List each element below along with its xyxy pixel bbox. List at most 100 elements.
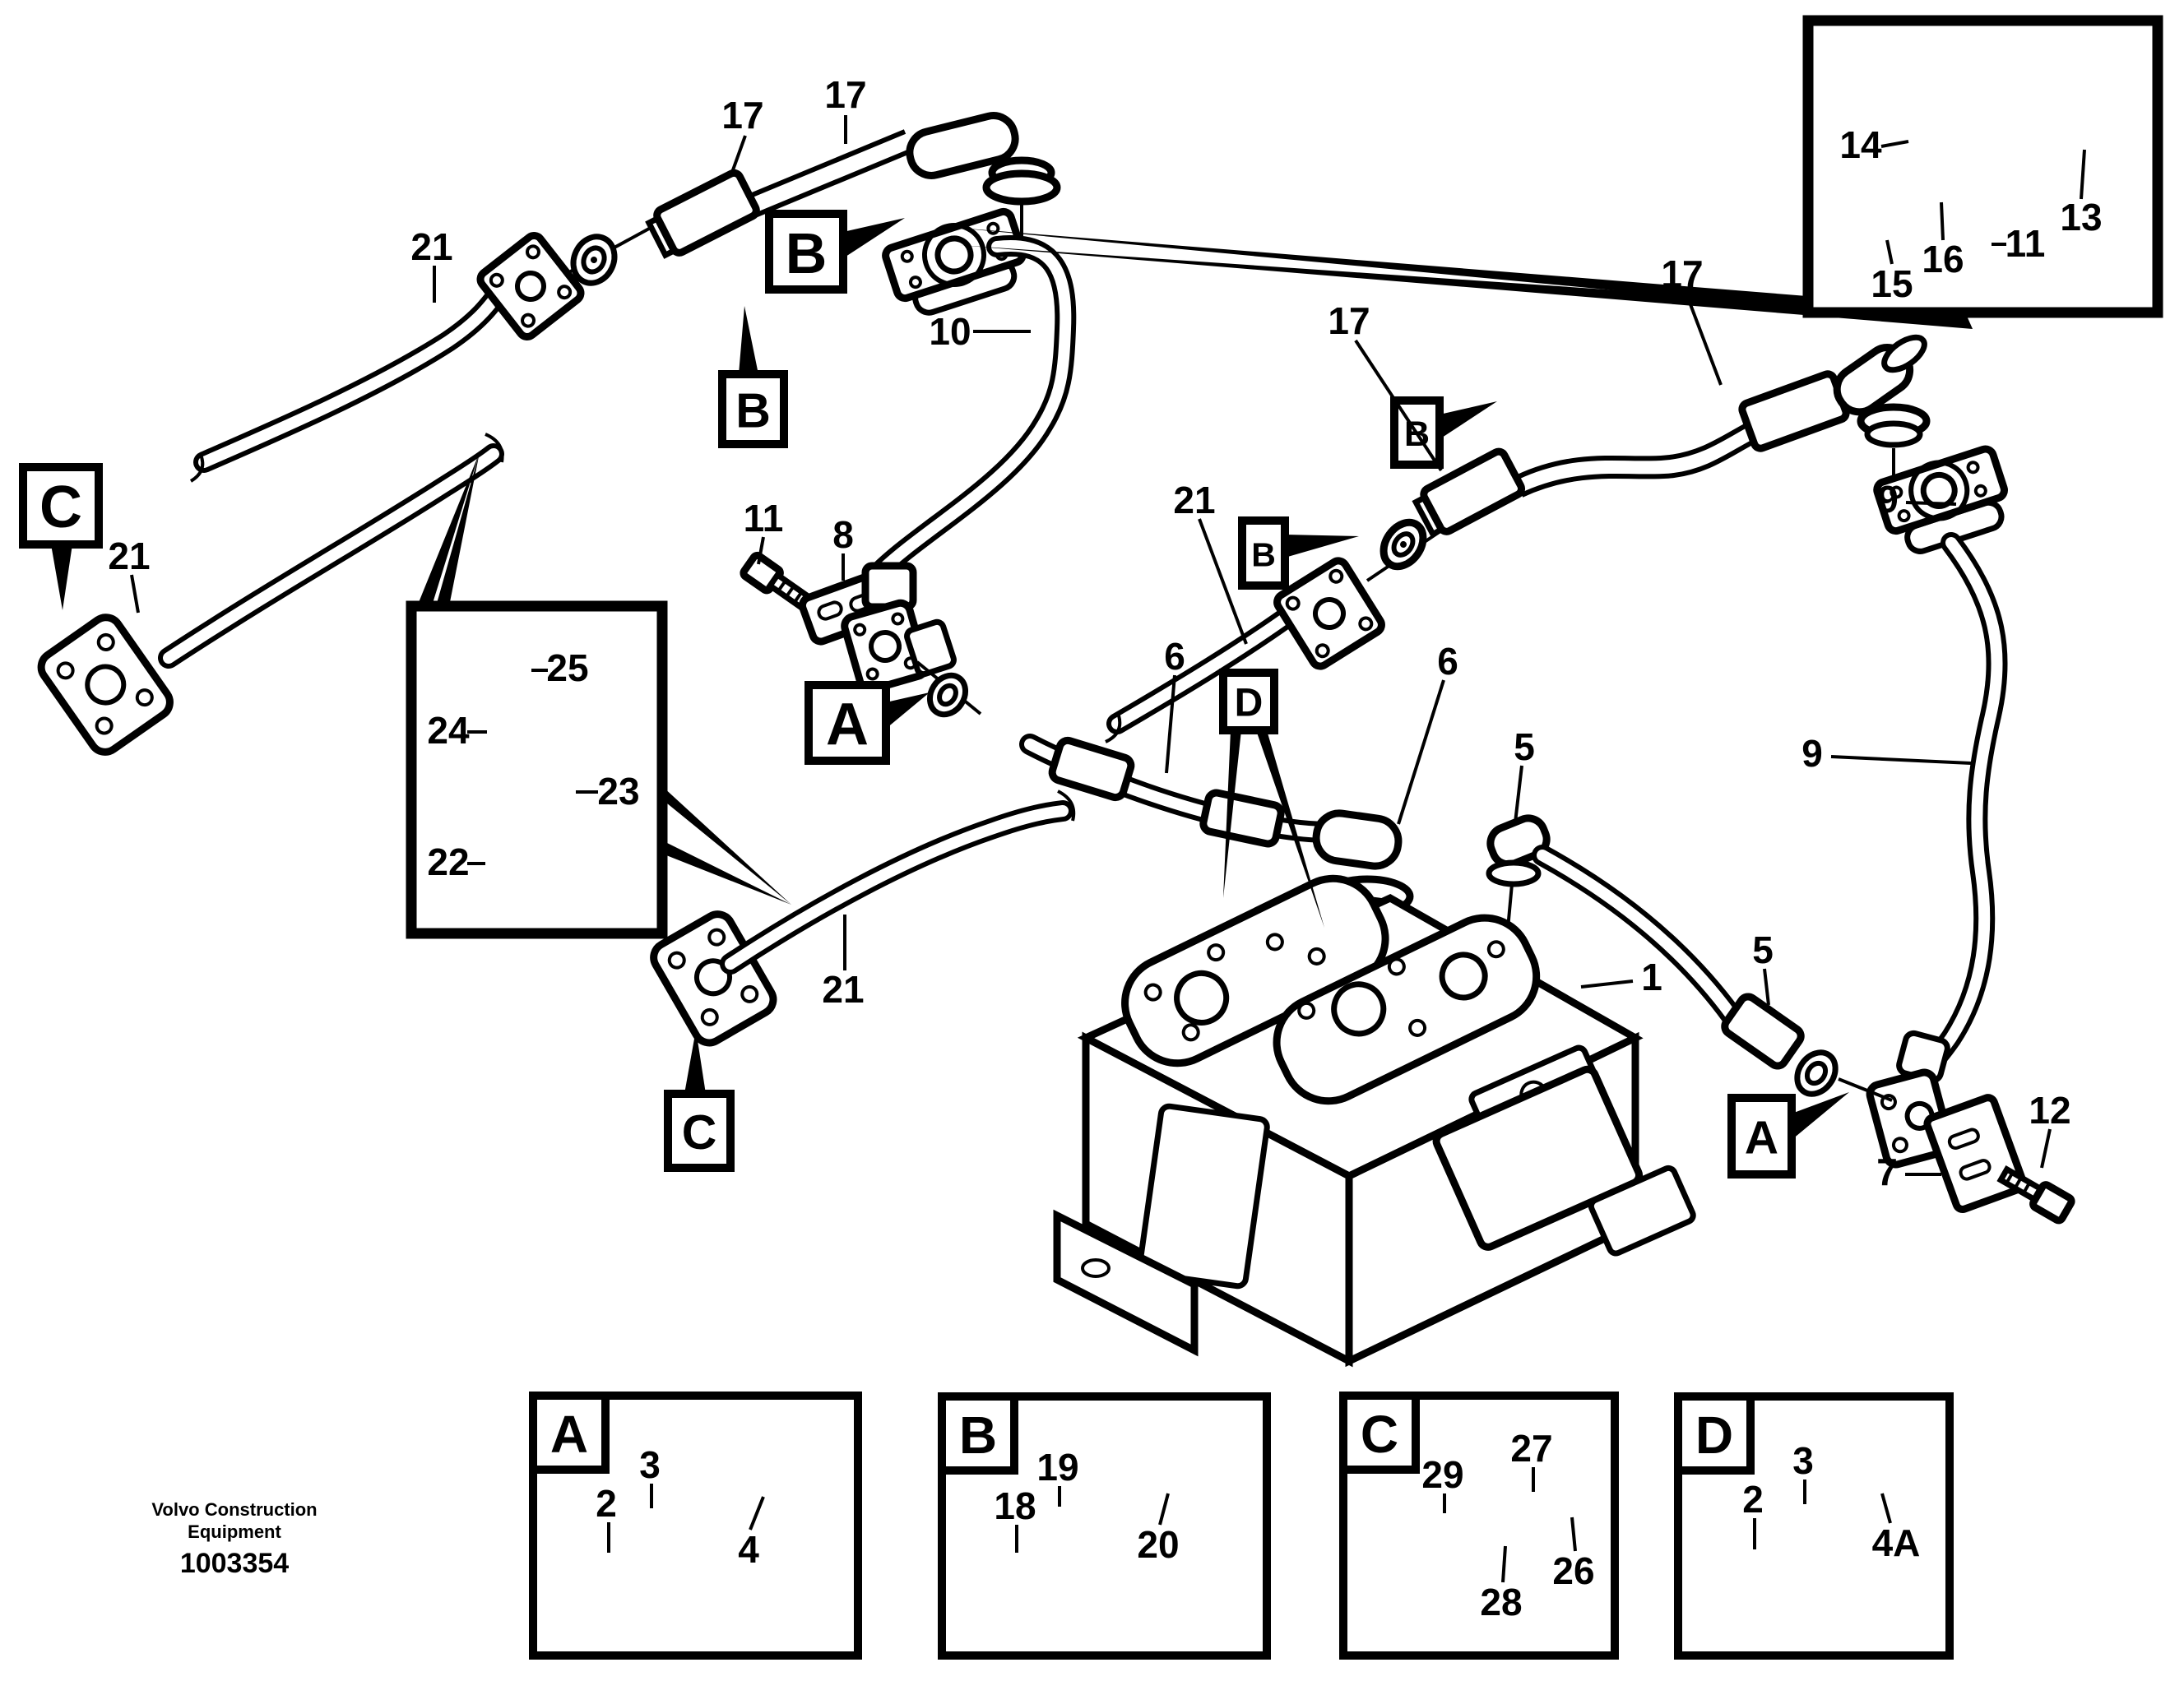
callout-23: 23 — [597, 770, 639, 813]
inset-pointer — [436, 452, 480, 606]
flange-fitting — [476, 232, 585, 340]
elbow-fitting-9 — [1833, 334, 1931, 475]
ref-box-D — [1219, 669, 1278, 734]
seal-washer — [1379, 518, 1427, 571]
callout-10: 10 — [929, 310, 971, 353]
panel-letter-box — [938, 1392, 1018, 1475]
callout-leader — [1570, 1517, 1577, 1552]
ref-letter: D — [1235, 682, 1264, 725]
flange-fitting-C — [37, 614, 174, 756]
ref-box-B — [718, 370, 788, 448]
ref-letter: B — [1251, 536, 1276, 574]
callout-leader — [1880, 1493, 1892, 1524]
callout-12: 12 — [2029, 1089, 2070, 1132]
callout-leader — [1940, 201, 1945, 241]
callout-1: 1 — [1641, 956, 1662, 998]
callout-9: 9 — [1877, 478, 1899, 521]
callout-22: 22 — [427, 840, 469, 883]
flange-fitting — [1273, 557, 1385, 670]
flange-fitting-C — [650, 910, 777, 1047]
callout-28: 28 — [1480, 1581, 1522, 1623]
brand-line1: Volvo Construction — [151, 1499, 317, 1520]
hose-17-coupling — [1738, 370, 1850, 452]
ref-arrow — [1440, 401, 1497, 439]
panel-letter: C — [1361, 1405, 1398, 1464]
panel-letter-box — [529, 1392, 610, 1474]
callout-4A: 4A — [1872, 1521, 1921, 1564]
inset-pointer — [662, 786, 791, 905]
callout-4: 4 — [738, 1528, 759, 1571]
ref-letter: B — [735, 384, 771, 438]
ref-arrow — [1256, 730, 1324, 928]
callout-8: 8 — [832, 513, 854, 556]
hose-6-coupling — [1048, 736, 1135, 802]
hose-6-coupling — [1199, 789, 1285, 848]
callout-5: 5 — [1514, 725, 1535, 768]
ref-letter: C — [39, 475, 82, 540]
callout-leader — [729, 135, 747, 178]
ref-letter: C — [682, 1105, 717, 1160]
ref-box-C — [664, 1090, 735, 1172]
ref-letter: B — [786, 221, 828, 285]
callout-21: 21 — [410, 225, 452, 268]
ref-box-A — [805, 681, 890, 765]
ref-arrow — [1223, 730, 1241, 898]
hose-17-line — [749, 129, 911, 218]
callout-leader — [1165, 674, 1176, 774]
callout-17: 17 — [1328, 299, 1370, 342]
callout-11: 11 — [744, 497, 784, 539]
callout-2: 2 — [596, 1482, 617, 1525]
ref-box-C — [19, 463, 103, 549]
assembly-axis-line — [1838, 1077, 1893, 1102]
callout-leader — [2040, 1128, 2052, 1169]
callout-leader — [2080, 149, 2086, 200]
callout-leader — [1501, 1545, 1507, 1583]
callout-26: 26 — [1552, 1549, 1594, 1592]
callout-21: 21 — [1173, 479, 1215, 521]
ref-arrow — [739, 306, 758, 374]
bracket-detail-inset — [1802, 15, 2163, 318]
inset-boxes — [406, 15, 2163, 939]
callout-2: 2 — [1742, 1478, 1764, 1521]
callout-20: 20 — [1137, 1523, 1179, 1566]
callout-21: 21 — [108, 535, 150, 577]
callout-leader — [1354, 339, 1443, 472]
callout-27: 27 — [1510, 1427, 1552, 1470]
flange-plate-joint-B — [1873, 445, 2008, 554]
ref-box-B — [765, 210, 847, 294]
callout-5: 5 — [1752, 928, 1774, 971]
elbow-fitting-10 — [906, 112, 1061, 243]
inset-pointer — [662, 840, 791, 905]
callout-25: 25 — [546, 646, 588, 689]
callout-9: 9 — [1801, 732, 1823, 775]
callout-17: 17 — [824, 73, 866, 116]
hose-5-coupling — [1721, 993, 1805, 1070]
bolt-12 — [1996, 1165, 2075, 1225]
panel-letter: D — [1695, 1405, 1733, 1465]
hose-10 — [868, 234, 1077, 584]
ref-arrow — [843, 218, 905, 258]
callout-29: 29 — [1421, 1453, 1463, 1496]
ref-letter: A — [1745, 1112, 1778, 1165]
panel-letter-box — [1339, 1392, 1420, 1474]
callout-leader — [1830, 755, 1972, 765]
hose-5 — [1532, 845, 1742, 1026]
footer: Volvo Construction Equipment 1003354 — [151, 1499, 317, 1579]
callout-leader — [1580, 979, 1634, 989]
callout-leader — [1885, 239, 1894, 265]
callout-16: 16 — [1922, 238, 1964, 280]
panel-letter-box — [1674, 1392, 1755, 1475]
hose-17-coupling — [645, 169, 760, 259]
callout-18: 18 — [994, 1484, 1036, 1527]
flange-plate-joint-B — [882, 207, 1027, 316]
ref-letter: A — [826, 692, 869, 757]
seal-washer — [926, 672, 969, 718]
callout-leader — [1158, 1493, 1170, 1526]
callout-24: 24 — [427, 709, 470, 752]
ref-arrow — [1792, 1092, 1849, 1140]
brand-line2: Equipment — [188, 1521, 281, 1542]
